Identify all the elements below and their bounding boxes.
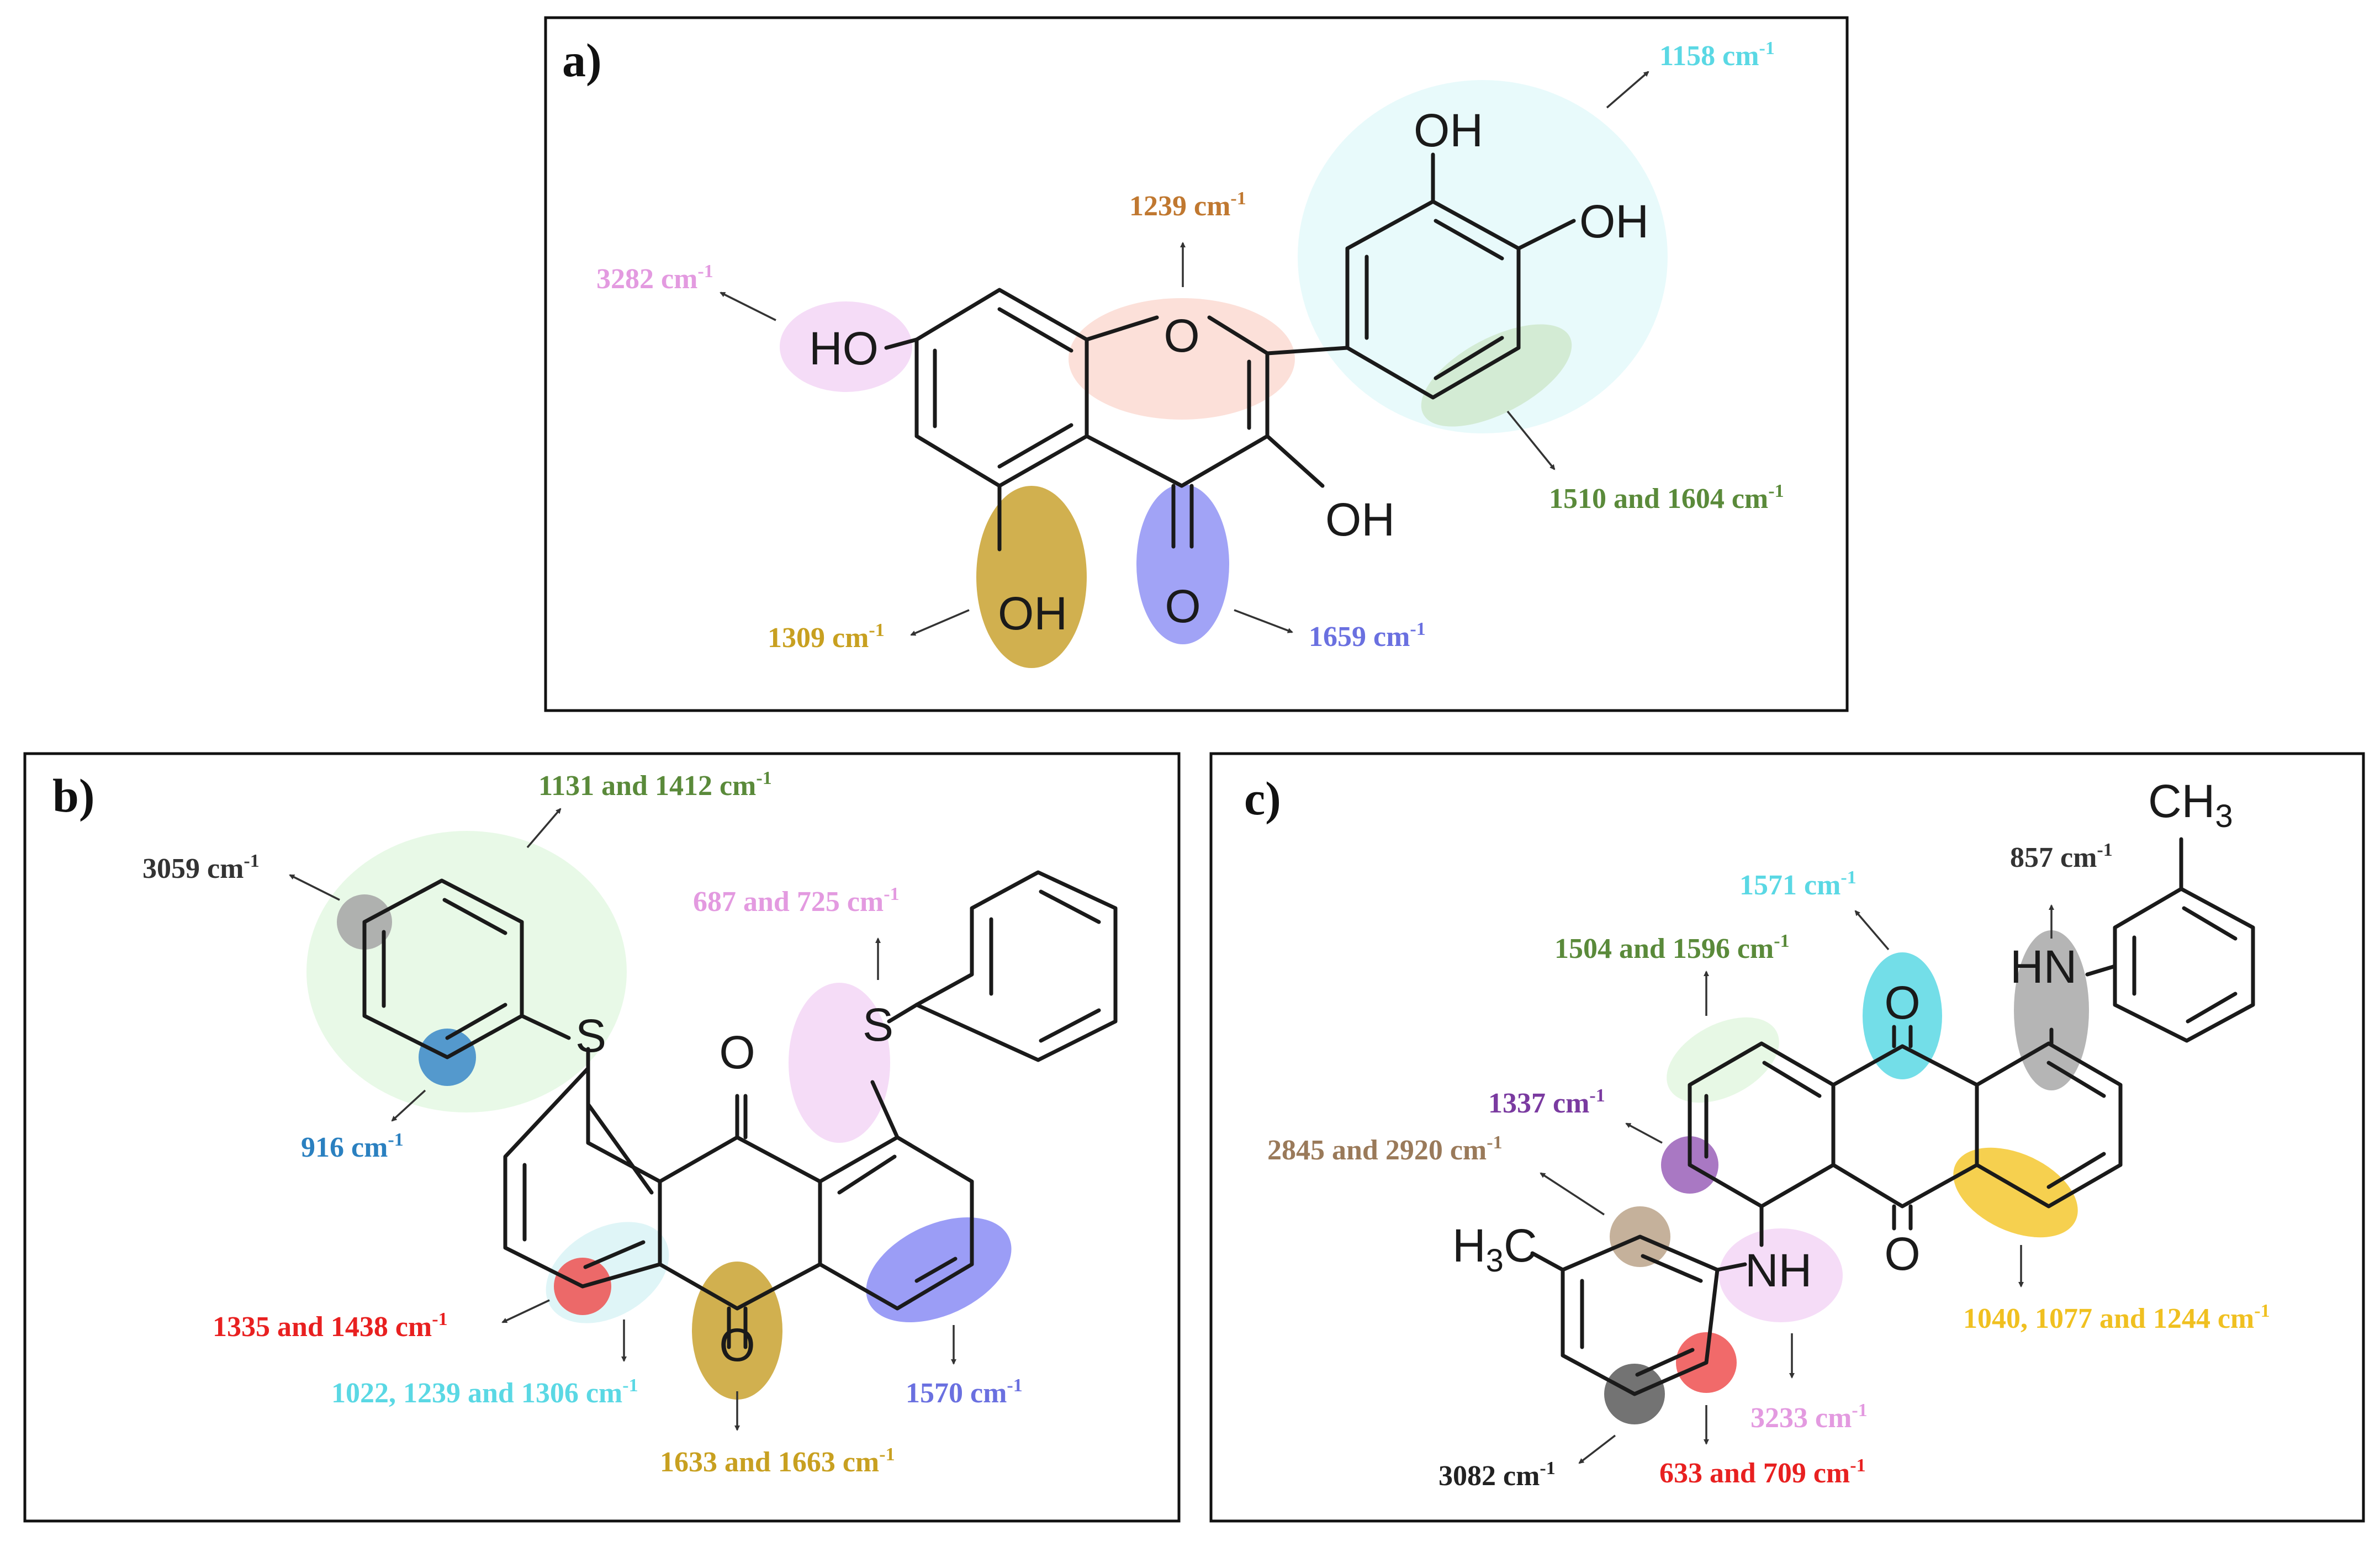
arrow-1309	[910, 609, 970, 636]
annotation-a-1239: 1239 cm-1	[1129, 188, 1246, 222]
bis-toluidino-anthraquinone	[1530, 837, 2255, 1396]
atom-nh: NH	[1745, 1244, 1812, 1296]
arrow-1510	[1506, 410, 1556, 470]
atom-h3c-bottom: H3C	[1452, 1220, 1537, 1279]
arrow-1158	[1606, 71, 1649, 109]
atom-oh-3: OH	[1325, 494, 1395, 545]
annotation-b-1131-1412: 1131 and 1412 cm-1	[538, 768, 772, 802]
arrow-3082	[1578, 1434, 1616, 1464]
highlight-catechol-ring	[1298, 80, 1668, 433]
atom-carbonyl-o: O	[1165, 580, 1200, 632]
atom-ch3-top: CH3	[2148, 775, 2233, 834]
annotation-c-1571: 1571 cm-1	[1739, 867, 1857, 901]
annotation-c-3233: 3233 cm-1	[1750, 1400, 1868, 1434]
panel-c: c)	[1209, 752, 2365, 1523]
arrow-1659	[1234, 609, 1293, 633]
atom-o-top: O	[719, 1026, 755, 1078]
arrow-1335	[501, 1299, 550, 1323]
highlight-carbonyl-top	[1863, 952, 1942, 1079]
arrow-1131	[526, 808, 562, 849]
arrow-3059	[289, 874, 340, 901]
arrow-2845	[1540, 1172, 1605, 1216]
panel-b-label: b)	[52, 769, 94, 822]
annotation-b-687-725: 687 and 725 cm-1	[693, 884, 900, 918]
panel-c-label: c)	[1244, 772, 1281, 825]
highlight-ho-7	[780, 301, 912, 392]
annotation-b-1335-1438: 1335 and 1438 cm-1	[213, 1309, 448, 1343]
annotation-b-916: 916 cm-1	[301, 1130, 404, 1163]
atom-o-bottom: O	[1884, 1228, 1920, 1280]
arrow-3282	[720, 292, 776, 321]
atom-s-left: S	[575, 1010, 606, 1062]
annotation-b-1570: 1570 cm-1	[906, 1375, 1023, 1409]
annotation-b-3059: 3059 cm-1	[142, 851, 260, 884]
panel-c-frame	[1209, 752, 2365, 1523]
atom-hn: HN	[2010, 941, 2077, 993]
atom-ho-7: HO	[809, 322, 879, 374]
arrow-1337	[1625, 1122, 1663, 1144]
atom-oh-3prime: OH	[1414, 104, 1483, 156]
highlight-hn	[2014, 930, 2089, 1090]
panel-a-label: a)	[562, 34, 602, 87]
arrow-916	[391, 1089, 426, 1122]
highlight-phenyl-ring	[306, 831, 627, 1112]
annotation-a-1158: 1158 cm-1	[1659, 38, 1775, 72]
annotation-a-3282: 3282 cm-1	[596, 261, 713, 295]
annotation-c-2845-2920: 2845 and 2920 cm-1	[1267, 1132, 1503, 1166]
annotation-a-1659: 1659 cm-1	[1309, 619, 1426, 653]
annotation-c-1040-1077-1244: 1040, 1077 and 1244 cm-1	[1963, 1301, 2270, 1334]
annotation-c-1337: 1337 cm-1	[1488, 1085, 1605, 1119]
highlight-oh-5	[976, 486, 1087, 668]
arrow-1571	[1854, 910, 1890, 951]
quercetin-structure	[884, 152, 1576, 552]
highlight-ring-double-bond	[1421, 324, 1572, 427]
panel-b: b)	[23, 752, 1181, 1523]
atom-oh-5: OH	[998, 587, 1067, 639]
annotation-c-1504-1596: 1504 and 1596 cm-1	[1554, 931, 1790, 965]
annotation-a-1309: 1309 cm-1	[768, 620, 885, 654]
highlight-carbonyl-4	[1136, 484, 1229, 644]
annotation-b-1022-1239-1306: 1022, 1239 and 1306 cm-1	[331, 1375, 638, 1409]
annotation-c-3082: 3082 cm-1	[1438, 1458, 1556, 1492]
atom-oh-4prime: OH	[1579, 195, 1649, 247]
highlight-thioether-s	[789, 983, 890, 1143]
annotation-b-1633-1663: 1633 and 1663 cm-1	[660, 1444, 895, 1478]
atom-o-bottom: O	[719, 1319, 755, 1371]
panel-b-frame	[23, 752, 1181, 1523]
annotation-c-857: 857 cm-1	[2010, 840, 2113, 873]
atom-o-top: O	[1884, 977, 1920, 1029]
annotation-c-633-709: 633 and 709 cm-1	[1659, 1455, 1866, 1489]
atom-pyran-o: O	[1163, 310, 1199, 362]
bis-phenylthio-anthraquinone	[362, 870, 1118, 1349]
panel-a: a)	[544, 16, 1849, 712]
annotation-a-1510-1604: 1510 and 1604 cm-1	[1549, 481, 1784, 515]
highlight-nh	[1719, 1228, 1843, 1322]
atom-s-right: S	[863, 999, 893, 1051]
